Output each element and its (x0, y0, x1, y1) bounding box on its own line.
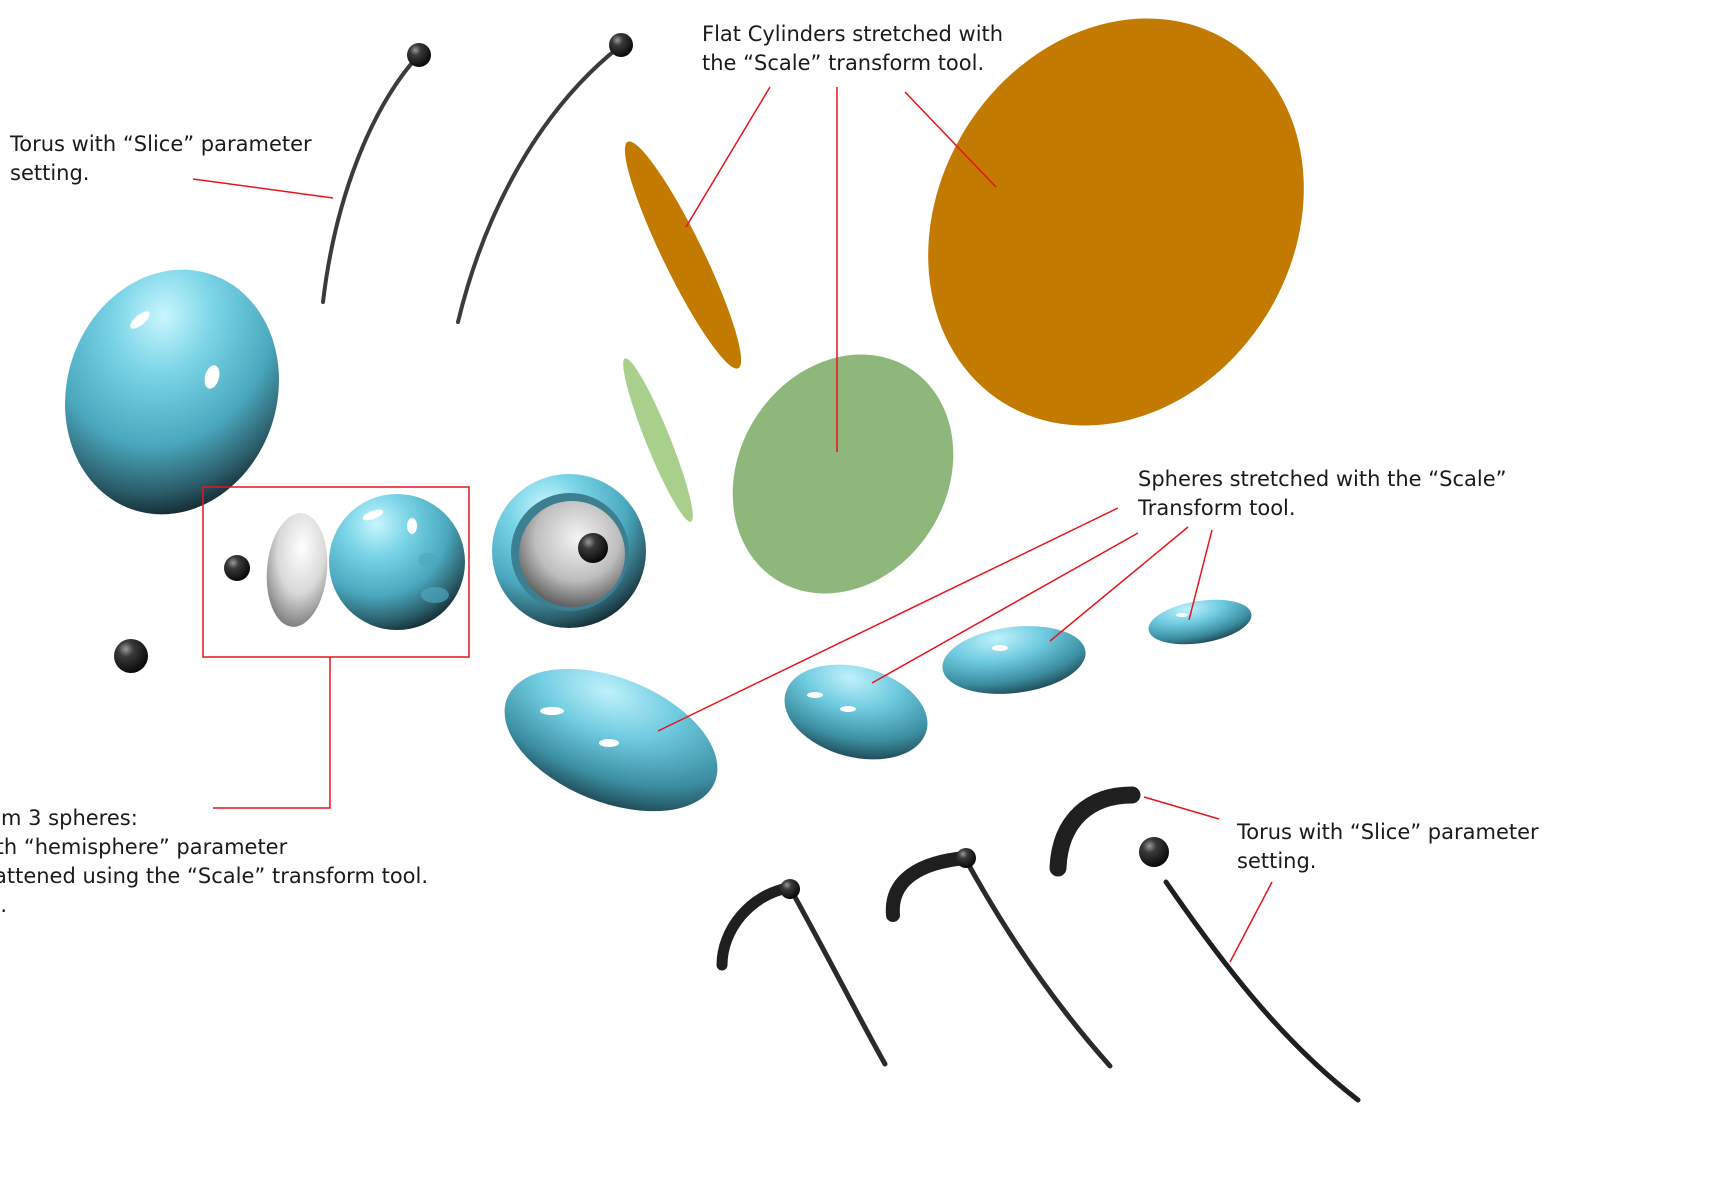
label-eye: e from 3 spheres: e with “hemisphere” pa… (0, 804, 428, 920)
sphere-dimple (421, 587, 449, 603)
torus-slice-thick-3 (1058, 795, 1132, 868)
assembled-eye-pupil (578, 533, 608, 563)
torus-end-sphere-3 (780, 879, 800, 899)
label-spheres: Spheres stretched with the “Scale” Trans… (1138, 465, 1507, 523)
eye-pupil-sphere (224, 555, 250, 581)
label-line: setting. (10, 159, 312, 188)
orange-cylinder-thin (610, 133, 756, 377)
stretched-sphere-3 (939, 618, 1090, 701)
label-torus-bottom: Torus with “Slice” parameter setting. (1237, 818, 1539, 876)
torus-slice-thick-2 (893, 858, 966, 915)
label-torus-top: Torus with “Slice” parameter setting. (10, 130, 312, 188)
torus-slice-thin-1 (323, 57, 417, 302)
label-line: Torus with “Slice” parameter (1237, 818, 1539, 847)
torus-end-sphere-1 (407, 43, 431, 67)
label-line: setting. (1237, 847, 1539, 876)
sphere-highlight (407, 518, 417, 534)
stretched-sphere-4 (1145, 593, 1254, 651)
torus-end-sphere-2 (609, 33, 633, 57)
label-line: Transform tool. (1138, 494, 1507, 523)
label-line: re flattened using the “Scale” transform… (0, 862, 428, 891)
label-line: here. (0, 891, 428, 920)
label-line: Spheres stretched with the “Scale” (1138, 465, 1507, 494)
torus-slice-thin-4 (966, 860, 1110, 1066)
torus-slice-thin-2 (458, 47, 619, 322)
torus-end-sphere-4 (956, 848, 976, 868)
stretched-sphere-2 (774, 650, 938, 775)
label-cylinders: Flat Cylinders stretched with the “Scale… (702, 20, 1003, 78)
small-black-sphere (114, 639, 148, 673)
sphere-highlight (1176, 613, 1188, 617)
leader-torus-bottom-1 (1144, 797, 1219, 819)
sphere-dimple (418, 553, 438, 567)
sphere-highlight (807, 692, 823, 698)
leader-cyl-thin (686, 87, 770, 227)
torus-end-sphere-5 (1139, 837, 1169, 867)
label-line: Flat Cylinders stretched with (702, 20, 1003, 49)
label-line: e from 3 spheres: (0, 804, 428, 833)
torus-slice-thick-1 (722, 888, 788, 965)
leader-torus-bottom-2 (1230, 882, 1272, 962)
sphere-highlight (992, 645, 1008, 651)
label-line: the “Scale” transform tool. (702, 49, 1003, 78)
sphere-highlight (840, 706, 856, 712)
sphere-highlight (599, 739, 619, 747)
large-cyan-sphere (34, 242, 310, 543)
leader-eye (213, 657, 330, 808)
assembled-eye-white (519, 501, 625, 607)
label-line: Torus with “Slice” parameter (10, 130, 312, 159)
light-green-cylinder-thin (614, 354, 702, 526)
label-line: e with “hemisphere” parameter (0, 833, 428, 862)
eye-outer-sphere (329, 494, 465, 630)
torus-slice-thin-5 (1166, 882, 1358, 1100)
eye-white-hemisphere (262, 511, 332, 630)
sphere-highlight (540, 707, 564, 715)
torus-slice-thin-3 (790, 888, 885, 1064)
